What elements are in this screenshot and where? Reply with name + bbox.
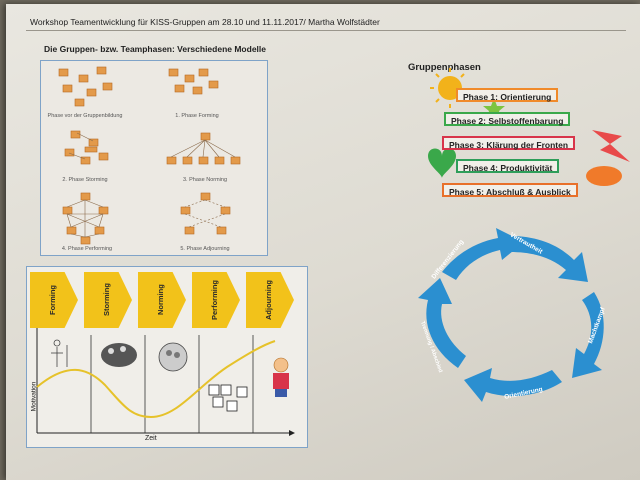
document-header: Workshop Teamentwicklung für KISS-Gruppe… [30, 17, 380, 27]
phase-1-box: Phase 1: Orientierung [456, 88, 559, 102]
motivation-curve [36, 340, 276, 419]
caption-norming: 3. Phase Norming [182, 177, 228, 183]
x-axis-label: Zeit [145, 435, 157, 442]
adjourning-network-illustration [180, 192, 231, 235]
caption-before-group: Phase vor der Gruppenbildung [47, 113, 123, 119]
performing-network-illustration [62, 192, 109, 245]
lightning-icon [592, 130, 630, 162]
storming-crowd-icon [101, 343, 137, 367]
waving-figure-icon [273, 357, 289, 397]
document-page: Workshop Teamentwicklung für KISS-Gruppe… [6, 4, 640, 480]
header-divider [26, 30, 626, 31]
norming-hierarchy-illustration [166, 132, 241, 165]
caption-storming: 2. Phase Storming [62, 177, 108, 183]
motivation-curve-chart [36, 327, 295, 436]
team-cycle-diagram [418, 228, 604, 402]
gruppenphasen-decorations [428, 68, 630, 186]
forming-figure-icon [51, 339, 68, 367]
gruppenphasen-title: Gruppenphasen [408, 62, 481, 73]
cloud-icon [586, 166, 622, 186]
storming-nodes-illustration [64, 130, 109, 165]
cycle-arrow-machtkampf [572, 292, 604, 378]
team-models-diagram: Phase vor der Gruppenbildung 1. Phase Fo… [40, 60, 268, 256]
caption-forming: 1. Phase Forming [175, 113, 219, 119]
models-section-title: Die Gruppen- bzw. Teamphasen: Verschiede… [44, 44, 266, 54]
caption-adjourning: 5. Phase Adjourning [180, 246, 230, 252]
cycle-arrow-orientierung [464, 368, 562, 402]
models-network-illustrations [58, 66, 241, 245]
cycle-arrow-vertrautheit [510, 236, 588, 282]
scattered-nodes-illustration [58, 66, 113, 107]
puzzle-pieces-icon [208, 384, 248, 412]
caption-performing: 4. Phase Performing [61, 246, 113, 252]
phase-5-box: Phase 5: Abschluß & Ausblick [442, 183, 578, 197]
heart-icon [428, 148, 456, 178]
cycle-arrow-trennung [418, 278, 466, 368]
y-axis-label: Motivation [30, 381, 38, 412]
cycle-arrow-differenzierung [442, 228, 524, 280]
norming-group-icon [158, 342, 188, 372]
forming-nodes-illustration [168, 68, 219, 95]
phase-2-box: Phase 2: Selbstoffenbarung [444, 112, 571, 126]
phase-3-box: Phase 3: Klärung der Fronten [442, 136, 576, 150]
phase-4-box: Phase 4: Produktivität [456, 159, 560, 173]
